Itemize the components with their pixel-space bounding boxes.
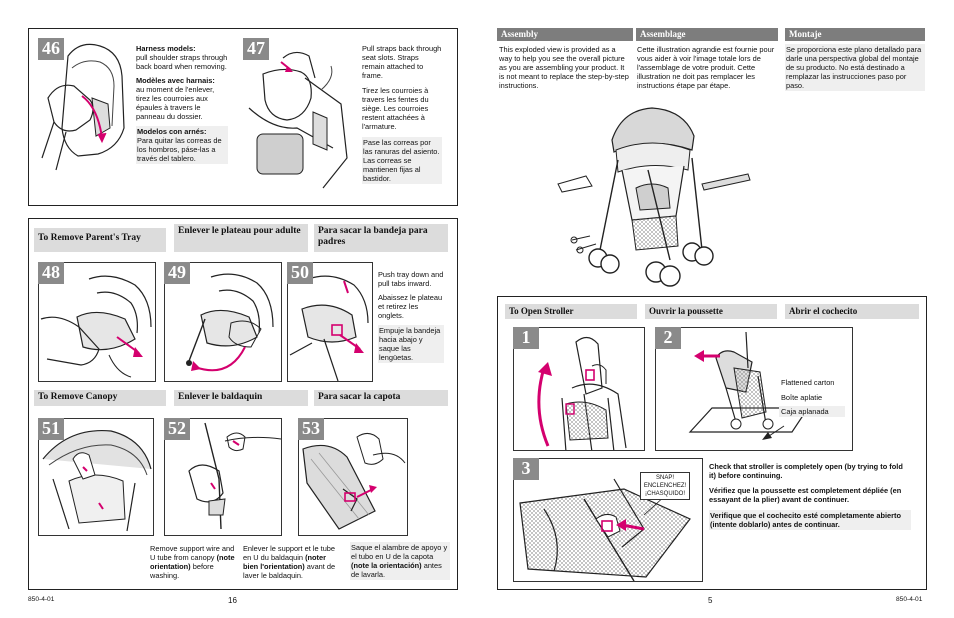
check-fr: Vérifiez que la poussette est completeme… — [709, 486, 902, 504]
tray-text: Push tray down and pull tabs inward. Aba… — [378, 270, 444, 363]
step-number-53: 53 — [298, 418, 324, 440]
check-es: Verifique que el cochecito esté completa… — [709, 510, 911, 530]
step-47-text: Pull straps back through seat slots. Str… — [362, 44, 442, 184]
step-number-48: 48 — [38, 262, 64, 284]
tray-title-en: To Remove Parent's Tray — [34, 228, 166, 252]
check-en: Check that stroller is completely open (… — [709, 462, 903, 480]
step-46-text: Harness models:pull shoulder straps thro… — [136, 44, 228, 164]
step-47-illustration — [243, 38, 353, 196]
left-page-number: 16 — [228, 596, 237, 605]
harness-fr-title: Modèles avec harnais: — [136, 76, 215, 85]
carton-en: Flattened carton — [781, 378, 835, 387]
step-number-52: 52 — [164, 418, 190, 440]
step-number-46: 46 — [38, 38, 64, 60]
tray-es: Empuje la bandeja hacia abajo y saque la… — [378, 325, 444, 363]
step-47-en: Pull straps back through seat slots. Str… — [362, 44, 442, 80]
open-step-number-3: 3 — [513, 458, 539, 480]
open-step-number-1: 1 — [513, 327, 539, 349]
canopy-title-es: Para sacar la capota — [314, 390, 448, 406]
assembly-title-fr: Assemblage — [636, 28, 778, 41]
open-title-fr: Ouvrir la poussette — [645, 304, 777, 319]
carton-es: Caja aplanada — [779, 406, 845, 417]
assembly-es: Se proporciona este plano detallado para… — [785, 44, 925, 91]
canopy-es: Saque el alambre de apoyo y el tubo en U… — [350, 542, 450, 580]
snap-es: ¡CHASQUIDO! — [644, 491, 685, 497]
assembly-title-es: Montaje — [785, 28, 925, 41]
harness-es-title: Modelos con arnés: — [137, 127, 207, 136]
snap-callout: SNAP! ENCLENCHEZ! ¡CHASQUIDO! — [640, 472, 690, 500]
tray-title-fr: Enlever le plateau pour adulte — [174, 224, 308, 252]
canopy-title-fr: Enlever le baldaquin — [174, 390, 308, 406]
step-46-illustration — [38, 38, 132, 186]
step-number-47: 47 — [243, 38, 269, 60]
exploded-view-illustration — [552, 100, 752, 292]
canopy-en: Remove support wire and U tube from cano… — [150, 544, 235, 580]
harness-en-text: pull shoulder straps through back board … — [136, 53, 228, 71]
assembly-fr: Cette illustration agrandie est fournie … — [637, 45, 775, 90]
left-footer-code: 850-4-01 — [28, 596, 55, 603]
carton-fr: Boîte aplatie — [781, 393, 823, 402]
check-text: Check that stroller is completely open (… — [709, 462, 911, 530]
step-47-es: Pase las correas por las ranuras del asi… — [362, 137, 442, 184]
harness-es-text: Para quitar las correas de los hombros, … — [137, 136, 222, 163]
step-number-49: 49 — [164, 262, 190, 284]
open-step-3-illustration — [513, 458, 703, 582]
canopy-title-en: To Remove Canopy — [34, 390, 166, 406]
harness-en-title: Harness models: — [136, 44, 196, 53]
open-step-number-2: 2 — [655, 327, 681, 349]
tray-fr: Abaissez le plateau et retirez les ongle… — [378, 293, 443, 320]
assembly-title-en: Assembly — [497, 28, 633, 41]
snap-fr: ENCLENCHEZ! — [643, 483, 687, 489]
open-title-es: Abrir el cochecito — [785, 304, 919, 319]
right-page-number: 5 — [708, 596, 713, 605]
tray-title-es: Para sacar la bandeja para padres — [314, 224, 448, 252]
step-51-illustration — [38, 418, 154, 536]
harness-fr-text: au moment de l'enlever, tirez les courro… — [136, 85, 215, 121]
step-number-51: 51 — [38, 418, 64, 440]
canopy-fr: Enlever le support et le tube en U du ba… — [243, 544, 336, 580]
open-step-2-illustration — [655, 327, 853, 451]
snap-en: SNAP! — [655, 475, 674, 481]
open-title-en: To Open Stroller — [505, 304, 637, 319]
assembly-en: This exploded view is provided as a way … — [499, 45, 629, 90]
step-number-50: 50 — [287, 262, 313, 284]
tray-en: Push tray down and pull tabs inward. — [378, 270, 444, 288]
step-47-fr: Tirez les courroies à travers les fentes… — [362, 86, 429, 131]
right-footer-code: 850-4-01 — [896, 596, 923, 603]
